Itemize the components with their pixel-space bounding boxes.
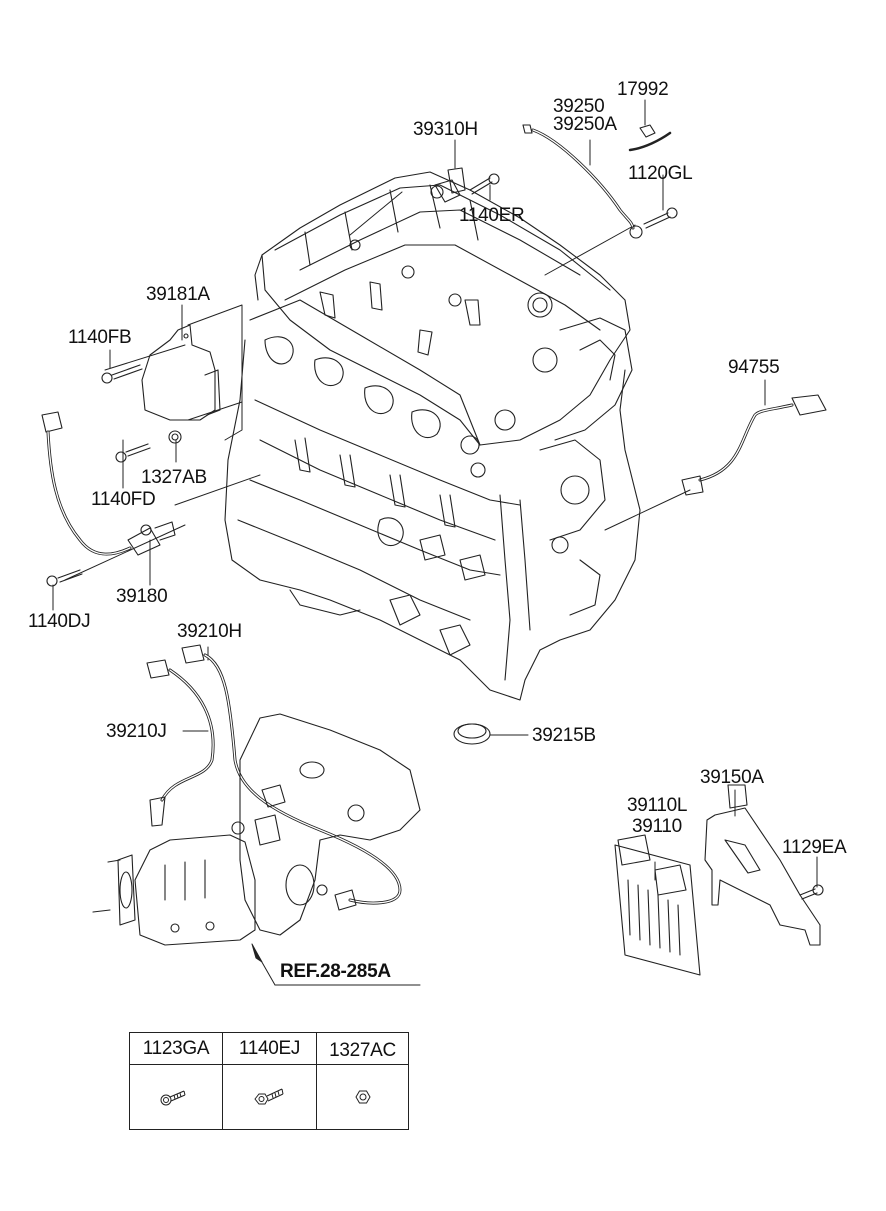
bolt-1129ea[interactable] xyxy=(799,884,824,900)
part-label-39310h[interactable]: 39310H xyxy=(413,119,478,140)
part-label-1327ab[interactable]: 1327AB xyxy=(141,467,207,488)
fastener-header-1140ej: 1140EJ xyxy=(223,1033,317,1065)
hex-nut-icon xyxy=(354,1090,371,1104)
ecu-bracket[interactable] xyxy=(704,784,821,946)
knock-sensor-harness[interactable] xyxy=(522,124,643,239)
part-label-1129ea[interactable]: 1129EA xyxy=(782,837,847,858)
part-label-94755[interactable]: 94755 xyxy=(728,357,780,378)
fastener-cell-1123ga[interactable] xyxy=(130,1065,223,1129)
oxygen-sensor-39210h[interactable] xyxy=(181,644,402,911)
part-label-39210h[interactable]: 39210H xyxy=(177,621,242,642)
part-label-39250a[interactable]: 39250A xyxy=(553,114,617,135)
part-label-39110[interactable]: 39110 xyxy=(632,816,682,837)
part-label-39150a[interactable]: 39150A xyxy=(700,767,764,788)
bolt-1140dj[interactable] xyxy=(46,569,83,587)
part-label-39110l[interactable]: 39110L xyxy=(627,795,688,816)
engine-control-unit[interactable] xyxy=(614,834,701,976)
catalytic-converter xyxy=(92,821,256,946)
fastener-cell-1327ac[interactable] xyxy=(317,1065,408,1129)
plug-39215b[interactable] xyxy=(453,723,491,745)
part-label-39215b[interactable]: 39215B xyxy=(532,725,596,746)
part-label-1140fb[interactable]: 1140FB xyxy=(68,327,132,348)
part-label-1140dj[interactable]: 1140DJ xyxy=(28,611,91,632)
clip-17992[interactable] xyxy=(628,124,672,152)
bolt-1120gl[interactable] xyxy=(643,207,678,229)
part-label-1140fd[interactable]: 1140FD xyxy=(91,489,156,510)
part-label-1120gl[interactable]: 1120GL xyxy=(628,163,693,184)
engine-assembly xyxy=(224,171,641,701)
wire-harness-94755[interactable] xyxy=(681,394,827,496)
part-label-17992[interactable]: 17992 xyxy=(617,79,669,100)
part-label-1140er[interactable]: 1140ER xyxy=(459,205,525,226)
fastener-header-1123ga: 1123GA xyxy=(130,1033,223,1065)
fastener-header-1327ac: 1327AC xyxy=(317,1033,408,1065)
reference-label[interactable]: REF.28-285A xyxy=(280,961,391,982)
part-label-39180[interactable]: 39180 xyxy=(116,586,168,607)
cam-position-sensor[interactable] xyxy=(430,167,466,203)
bolt-1140fd[interactable] xyxy=(115,443,151,463)
nut-1327ab[interactable] xyxy=(168,430,182,444)
bolt-1140fb[interactable] xyxy=(101,364,143,384)
hex-bolt-icon xyxy=(253,1088,283,1105)
part-label-39250[interactable]: 39250 xyxy=(553,96,605,117)
part-label-39210j[interactable]: 39210J xyxy=(106,721,167,742)
oxygen-sensor-39210j[interactable] xyxy=(146,659,215,827)
fastener-table: 1123GA 1140EJ 1327AC xyxy=(129,1032,409,1130)
bolt-1140er[interactable] xyxy=(469,173,500,195)
flange-bolt-icon xyxy=(160,1090,186,1106)
crankshaft-sensor-39180[interactable] xyxy=(41,411,176,556)
exhaust-manifold xyxy=(239,713,421,936)
sensor-cover-39181a[interactable] xyxy=(141,324,221,421)
part-label-39181a[interactable]: 39181A xyxy=(146,284,210,305)
fastener-cell-1140ej[interactable] xyxy=(223,1065,317,1129)
leader-lines xyxy=(52,99,818,986)
